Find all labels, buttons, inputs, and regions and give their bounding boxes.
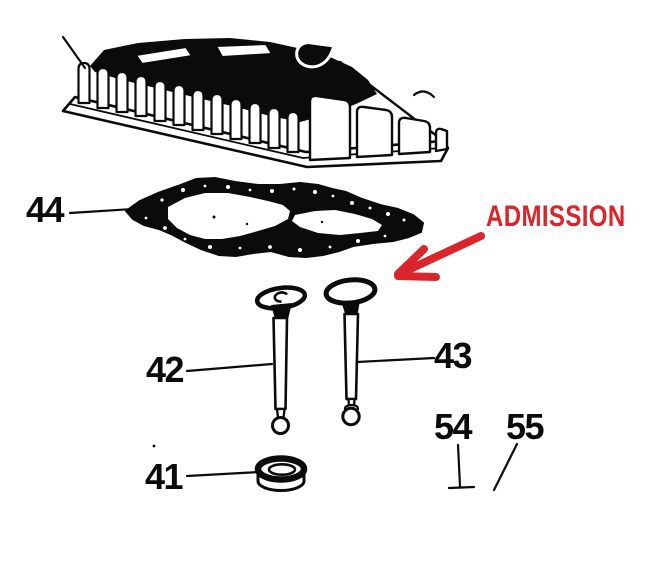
cover-end-steps	[308, 94, 449, 162]
gasket-drawing	[125, 177, 424, 258]
valve-stem-seal-drawing	[254, 455, 308, 492]
leader-lines	[68, 207, 519, 492]
cooling-fin	[153, 79, 167, 123]
gasket-opening	[168, 193, 290, 239]
admission-annotation: ADMISSION	[486, 200, 626, 233]
valve-stem-tip	[271, 416, 290, 435]
admission-arrow	[394, 232, 485, 281]
end-step	[308, 94, 352, 162]
leader-55	[492, 442, 519, 492]
leader-42	[185, 362, 274, 373]
end-step	[355, 105, 394, 159]
leader-44	[68, 207, 135, 215]
intake-valve-drawing	[323, 277, 378, 427]
part-label-54: 54	[434, 406, 473, 447]
arrow-barb-lower	[394, 272, 440, 281]
part-label-42: 42	[146, 349, 185, 390]
cover-bolt-hole	[250, 46, 258, 54]
end-step	[397, 116, 432, 156]
cooling-fin	[115, 70, 129, 114]
cover-cap-mark	[295, 41, 336, 69]
arrow-barb-upper	[394, 245, 428, 278]
gasket-texture	[144, 184, 406, 252]
cooling-fin	[210, 92, 224, 136]
part-label-55: 55	[506, 406, 545, 447]
part-label-43: 43	[434, 335, 473, 376]
cooling-fins	[77, 61, 300, 154]
part-label-41: 41	[145, 456, 184, 497]
exhaust-valve-drawing	[254, 285, 308, 435]
cover-boss	[215, 43, 273, 58]
arrow-shaft	[404, 232, 485, 274]
leader-41	[185, 470, 261, 478]
valve-neck	[271, 303, 292, 319]
leader-54	[456, 443, 462, 488]
part-label-44: 44	[26, 189, 65, 230]
cooling-fin	[134, 74, 148, 118]
valve-cover-drawing	[61, 35, 450, 169]
cooling-fin	[191, 88, 205, 132]
stray-dot	[152, 444, 156, 448]
cooling-fin	[286, 110, 300, 154]
gasket-opening	[292, 210, 382, 235]
valve-stem	[343, 312, 360, 401]
cover-boss	[135, 46, 193, 65]
valve-stem	[272, 316, 289, 411]
cooling-fin	[267, 106, 281, 150]
valve-neck	[341, 300, 360, 315]
leader-43	[355, 356, 436, 364]
cooling-fin	[248, 101, 262, 145]
seal-bore	[267, 462, 297, 476]
valve-stem-tip	[341, 406, 361, 427]
cooling-fin	[96, 66, 110, 110]
gasket-specks	[212, 215, 324, 226]
leader-54-tick	[447, 485, 476, 490]
valve-head-swirl	[273, 291, 289, 303]
cooling-fin	[172, 83, 186, 127]
cooling-fin	[229, 97, 243, 141]
cover-leader-line	[61, 35, 87, 70]
end-step	[434, 127, 449, 153]
cooling-fin	[77, 61, 91, 105]
